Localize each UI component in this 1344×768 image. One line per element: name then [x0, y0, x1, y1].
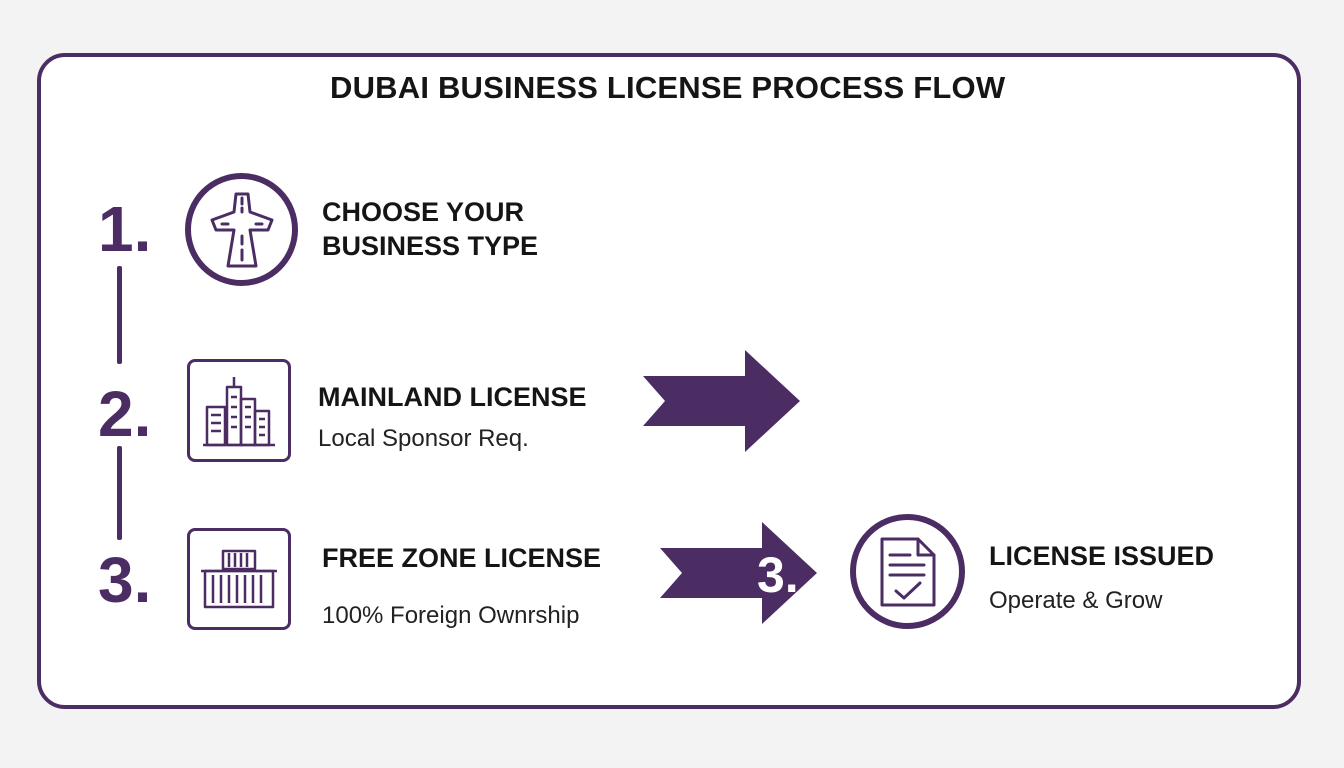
connector-line-1-2	[117, 266, 122, 364]
step-3-heading: FREE ZONE LICENSE	[322, 543, 602, 573]
arrow-right-icon	[643, 350, 800, 452]
document-check-icon	[880, 537, 935, 606]
diagram-title: DUBAI BUSINESS LICENSE PROCESS FLOW	[330, 70, 1006, 105]
arrow-right-icon	[660, 522, 817, 624]
step-2-number: 2.	[98, 378, 152, 450]
step-2-icon-box	[187, 359, 291, 462]
step-3-subtext: 100% Foreign Ownrship	[322, 602, 580, 629]
step-1-icon-circle	[185, 173, 298, 286]
step-3-number: 3.	[98, 544, 152, 616]
step-1-heading-line1: CHOOSE YOUR	[322, 197, 525, 227]
step-2-subtext: Local Sponsor Req.	[318, 425, 529, 452]
connector-line-2-3	[117, 446, 122, 540]
result-heading: LICENSE ISSUED	[989, 541, 1215, 571]
step-1-heading-line2: BUSINESS TYPE	[322, 231, 539, 261]
step-3-icon-box	[187, 528, 291, 630]
shipping-container-icon	[201, 549, 277, 609]
road-fork-icon	[210, 192, 273, 267]
step-2-heading: MAINLAND LICENSE	[318, 382, 587, 412]
arrow-step-label: 3.	[757, 547, 799, 603]
step-1-number: 1.	[98, 193, 152, 265]
result-subtext: Operate & Grow	[989, 587, 1163, 614]
city-buildings-icon	[203, 376, 275, 446]
result-icon-circle	[850, 514, 965, 629]
